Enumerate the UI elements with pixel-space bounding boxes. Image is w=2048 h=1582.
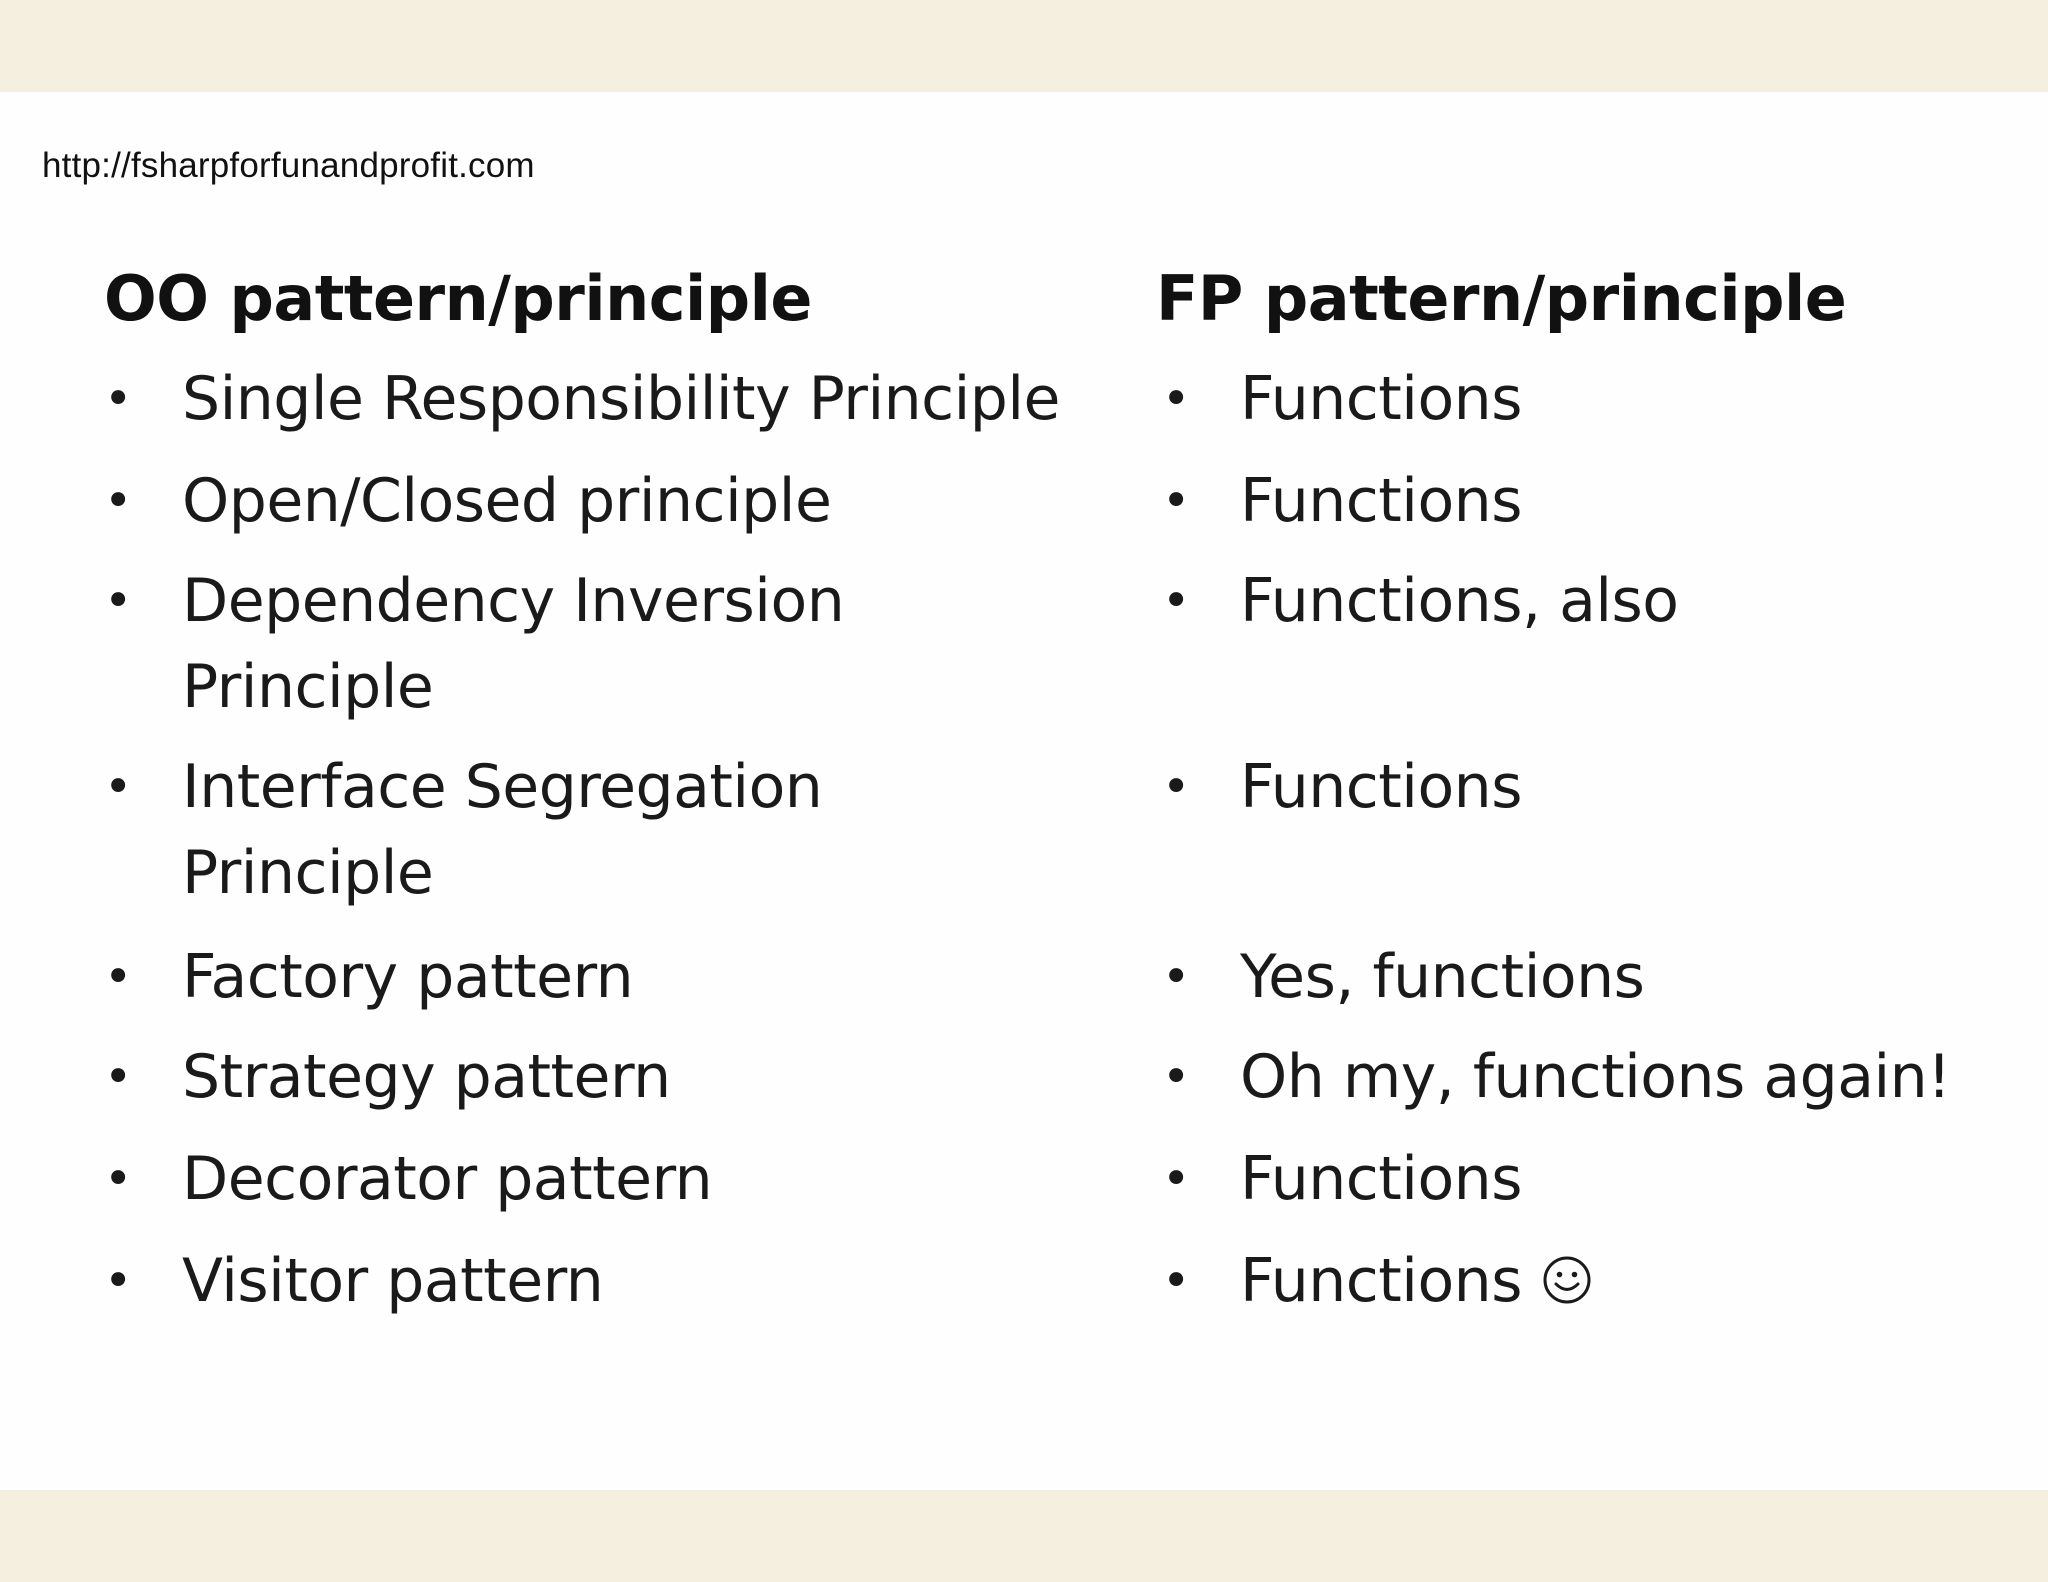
source-url: http://fsharpforfunandprofit.com — [42, 146, 535, 185]
bullet: • — [1162, 573, 1190, 629]
bullet: • — [104, 949, 132, 1005]
fp-item-text: Yes, functions — [1240, 942, 1645, 1012]
oo-item-text-continued: Principle — [182, 652, 434, 722]
bullet: • — [104, 759, 132, 815]
bullet: • — [1162, 759, 1190, 815]
fp-item-text: Functions — [1240, 1246, 1522, 1316]
fp-item-text: Functions — [1240, 1144, 1522, 1214]
bullet: • — [1162, 949, 1190, 1005]
bullet: • — [104, 473, 132, 529]
bullet: • — [1162, 1049, 1190, 1105]
fp-item-text: Oh my, functions again! — [1240, 1042, 1951, 1112]
bullet: • — [1162, 473, 1190, 529]
bullet: • — [104, 371, 132, 427]
oo-item-text: Visitor pattern — [182, 1246, 604, 1316]
fp-column-heading: FP pattern/principle — [1156, 262, 1847, 335]
oo-item-text: Decorator pattern — [182, 1144, 713, 1214]
bullet: • — [1162, 1253, 1190, 1309]
oo-item-text: Open/Closed principle — [182, 466, 832, 536]
oo-item-text: Dependency Inversion — [182, 566, 845, 636]
bullet: • — [1162, 1151, 1190, 1207]
bullet: • — [1162, 371, 1190, 427]
oo-item-text: Strategy pattern — [182, 1042, 671, 1112]
fp-item-text: Functions — [1240, 752, 1522, 822]
fp-item-text: Functions — [1240, 466, 1522, 536]
slide: http://fsharpforfunandprofit.com OO patt… — [0, 92, 2048, 1490]
fp-item-text: Functions — [1240, 364, 1522, 434]
oo-item-text: Factory pattern — [182, 942, 634, 1012]
smiley-face-icon — [1543, 1256, 1591, 1304]
bullet: • — [104, 1049, 132, 1105]
fp-item-text: Functions, also — [1240, 566, 1679, 636]
oo-item-text-continued: Principle — [182, 838, 434, 908]
bullet: • — [104, 1151, 132, 1207]
oo-column-heading: OO pattern/principle — [104, 262, 812, 335]
oo-item-text: Interface Segregation — [182, 752, 823, 822]
bullet: • — [104, 573, 132, 629]
fp-item-text-with-icon: Functions — [1240, 1238, 1592, 1324]
oo-item-text: Single Responsibility Principle — [182, 364, 1060, 434]
bullet: • — [104, 1253, 132, 1309]
